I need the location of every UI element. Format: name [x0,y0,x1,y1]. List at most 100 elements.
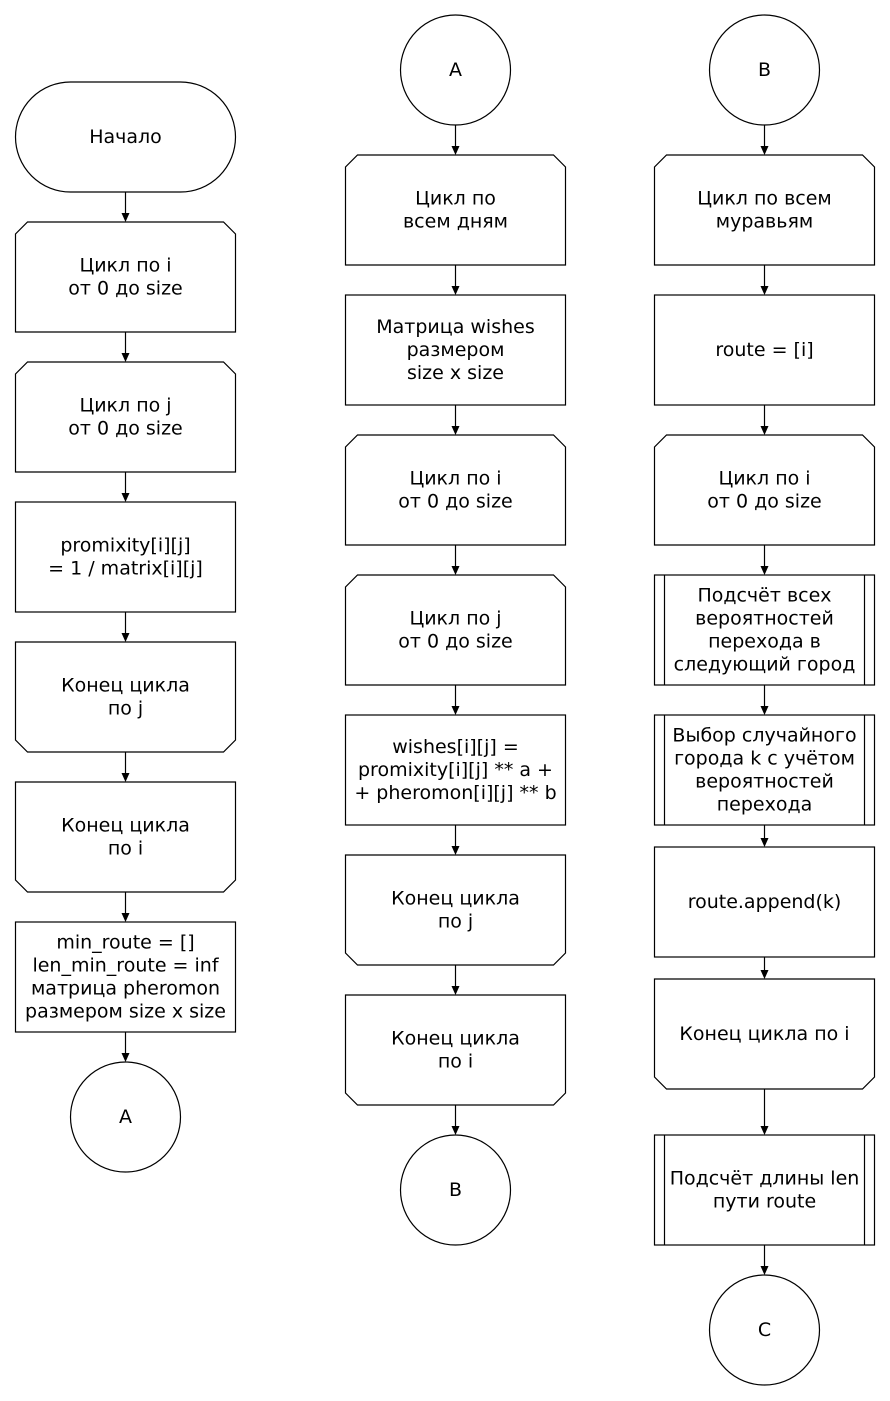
node-label-line: от 0 до size [68,418,183,440]
node-label-line: Цикл по i [409,468,501,490]
node-label-line: Цикл по j [409,608,501,630]
process-shape [344,294,567,406]
node-label-line: promixity[i][j] ** a + [358,759,553,781]
node-label-line: муравьям [716,211,813,233]
arrow-head [121,913,130,922]
node-label-line: wishes[i][j] = [392,736,519,758]
flow-arrow [451,125,460,155]
node-promixity-calc: promixity[i][j] = 1 / matrix[i][j] [14,501,237,613]
node-label-line: = 1 / matrix[i][j] [48,558,203,580]
node-route-init: route = [i] [653,294,876,406]
arrow-head [121,493,130,502]
loop-end-shape [344,994,567,1106]
node-label-line: вероятностей [695,608,834,630]
node-label-line: Выбор случайного [672,725,856,747]
arrow-head [451,706,460,715]
arrow-head [760,1266,769,1275]
node-label-line: Цикл по [415,188,496,210]
node-label-line: всем дням [403,211,508,233]
node-label-line: len_min_route = inf [32,955,219,977]
node-label-line: Цикл по i [718,468,810,490]
loop-end-shape [344,854,567,966]
node-label-line: размером size x size [25,1001,226,1023]
node-connector-c-out: C [708,1274,821,1386]
process-shape [344,714,567,826]
process-shape [653,294,876,406]
node-wishes-calc: wishes[i][j] =promixity[i][j] ** a ++ ph… [344,714,567,826]
node-label-line: C [758,1319,771,1341]
arrow-head [121,353,130,362]
connector-shape [708,1274,821,1386]
arrow-head [121,1053,130,1062]
node-label-line: матрица pheromon [31,978,220,1000]
node-label-line: по i [438,1051,473,1073]
process-shape [14,921,237,1033]
arrow-head [121,633,130,642]
arrow-head [451,1126,460,1135]
node-label-line: следующий город [674,654,856,676]
arrow-head [760,970,769,979]
arrow-head [451,566,460,575]
flow-arrow [760,957,769,979]
flow-arrow [451,685,460,715]
node-label-line: A [119,1106,132,1128]
arrow-head [451,146,460,155]
flow-arrow [451,1105,460,1135]
flow-arrow [451,825,460,855]
subroutine-shape [653,574,876,686]
node-connector-a-out: A [69,1061,182,1173]
node-label-line: размером [407,339,505,361]
flow-arrow [760,825,769,847]
node-label-line: вероятностей [695,771,834,793]
connector-shape [69,1061,182,1173]
flow-arrow [760,1245,769,1275]
node-label-line: Подсчёт всех [697,585,831,607]
flow-arrow [451,265,460,295]
node-label-line: route = [i] [715,339,813,361]
node-label-line: A [449,59,462,81]
arrow-head [760,146,769,155]
node-label-line: по j [108,698,143,720]
node-label-line: min_route = [] [56,932,194,954]
arrow-head [760,1126,769,1135]
node-label-line: Конец цикла [391,888,520,910]
node-label-line: route.append(k) [688,891,842,913]
node-label-line: Начало [89,126,162,148]
flow-arrow [451,405,460,435]
node-label-line: promixity[i][j] [60,535,190,557]
node-label-line: B [449,1179,462,1201]
subroutine-shape [653,1134,876,1246]
node-label-line: Матрица wishes [376,316,534,338]
node-label-line: от 0 до size [68,278,183,300]
loop-start-shape [653,154,876,266]
node-label-line: Подсчёт длины len [670,1168,860,1190]
node-label-line: Конец цикла [61,675,190,697]
arrow-head [121,773,130,782]
node-loop-i-begin: Цикл по iот 0 до size [653,434,876,546]
node-connector-a-in: A [399,14,512,126]
subroutine-shape [653,714,876,826]
flow-arrow [760,1089,769,1135]
arrow-head [760,838,769,847]
node-label-line: по j [438,911,473,933]
flow-arrow [121,612,130,642]
node-loop-j-begin: Цикл по jот 0 до size [344,574,567,686]
node-label-line: size x size [407,362,504,384]
flow-arrow [760,405,769,435]
flow-arrow [121,332,130,362]
node-label-line: города k с учётом [674,748,855,770]
node-start: Начало [14,81,237,193]
node-label-line: от 0 до size [398,491,513,513]
node-connector-b-out: B [399,1134,512,1246]
flow-arrow [760,545,769,575]
arrow-head [451,846,460,855]
loop-end-shape [653,978,876,1090]
node-label-line: Конец цикла [61,815,190,837]
